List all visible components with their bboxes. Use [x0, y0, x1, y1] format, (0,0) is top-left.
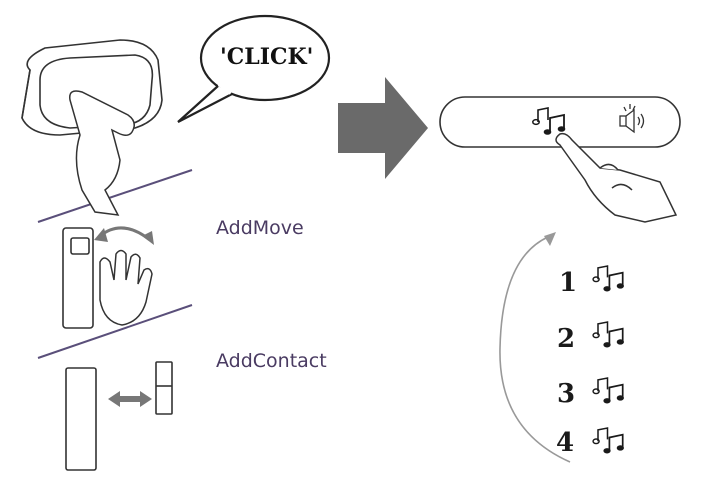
- tune-number: 2: [557, 324, 576, 354]
- chime-unit: [439, 96, 681, 148]
- double-arrow-icon: [108, 391, 152, 407]
- music-note-icon: [592, 265, 625, 293]
- music-note-icon: [592, 377, 625, 405]
- push-button-device: [21, 39, 163, 136]
- cycle-arrow-icon: [499, 236, 571, 463]
- right-arrow-icon: [338, 77, 428, 179]
- music-note-icon: [592, 321, 625, 349]
- add-contact-label: AddContact: [216, 350, 327, 372]
- tune-number: 4: [556, 428, 575, 458]
- tune-number: 3: [557, 379, 576, 409]
- alarm-speaker-icon: [619, 104, 645, 134]
- motion-sensor-device: [62, 227, 94, 329]
- add-move-label: AddMove: [216, 217, 304, 239]
- wave-arrow-icon: [99, 226, 151, 242]
- pressing-finger: [69, 90, 135, 216]
- waving-hand: [99, 249, 153, 326]
- pointing-hand: [555, 132, 678, 223]
- tune-number: 1: [559, 268, 578, 298]
- contact-sensor-device: [65, 361, 173, 471]
- divider-line: [37, 169, 193, 223]
- click-text: 'CLICK': [220, 44, 314, 70]
- speech-bubble: [177, 14, 331, 123]
- divider-line: [37, 304, 193, 359]
- music-note-icon: [592, 427, 625, 455]
